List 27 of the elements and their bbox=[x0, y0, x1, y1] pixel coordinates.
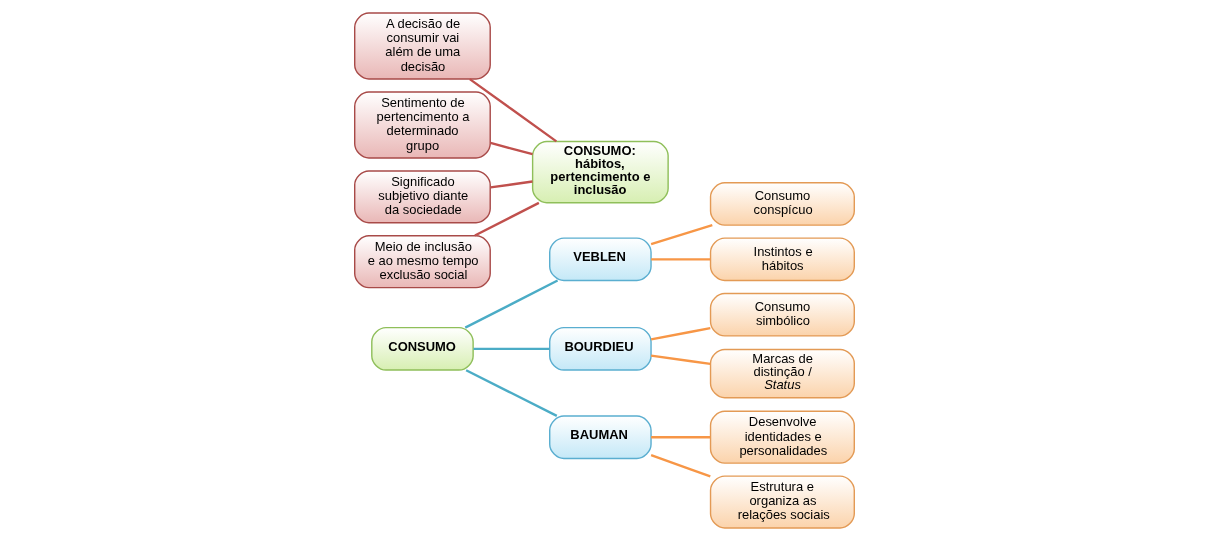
node-box: A decisão de consumir vai além de uma decisão bbox=[353, 12, 491, 80]
node-box: Sentimento de pertencimento a determinado grupo bbox=[353, 91, 491, 159]
node-box: BAUMAN bbox=[548, 415, 652, 460]
node-box: CONSUMO: hábitos, pertencimento e inclusão bbox=[531, 140, 669, 204]
connector bbox=[464, 279, 558, 329]
node-box: Meio de inclusão e ao mesmo tempo exclusão social bbox=[353, 235, 491, 289]
connector bbox=[489, 141, 533, 156]
node-box: Consumo conspícuo bbox=[709, 182, 855, 226]
connector bbox=[465, 369, 557, 417]
connector bbox=[650, 224, 713, 246]
connector bbox=[489, 180, 533, 189]
connector bbox=[650, 354, 710, 365]
connector bbox=[468, 78, 557, 143]
connector bbox=[650, 327, 711, 341]
node-box: Marcas de distinção / Status bbox=[709, 348, 855, 399]
connector bbox=[650, 258, 710, 261]
node-box: BOURDIEU bbox=[548, 326, 652, 371]
node-box: CONSUMO bbox=[370, 326, 474, 371]
node-box: VEBLEN bbox=[548, 237, 652, 282]
connector bbox=[473, 347, 550, 351]
node-box: Consumo simbólico bbox=[709, 292, 855, 337]
node-box: Desenvolve identidades e personalidades bbox=[709, 410, 855, 464]
node-box: Instintos e hábitos bbox=[709, 237, 855, 282]
node-box: Estrutura e organiza as relações sociais bbox=[709, 475, 855, 529]
node-box: Significado subjetivo diante da sociedade bbox=[353, 170, 491, 224]
connector bbox=[650, 436, 710, 439]
connector bbox=[650, 454, 711, 478]
